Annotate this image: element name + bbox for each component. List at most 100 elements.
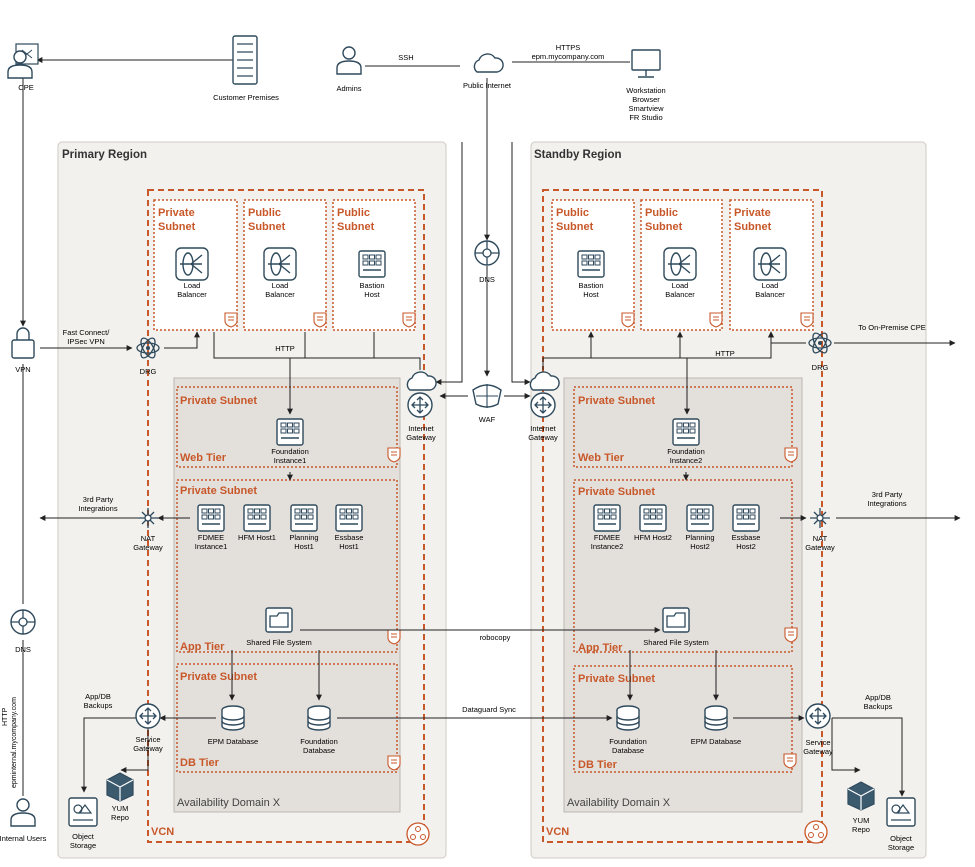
svg-text:Planning: Planning xyxy=(685,533,714,542)
svg-text:Private: Private xyxy=(158,207,195,219)
svg-text:VPN: VPN xyxy=(15,365,30,374)
svg-text:Foundation: Foundation xyxy=(300,737,338,746)
svg-text:App/DB: App/DB xyxy=(85,692,111,701)
svg-text:DRG: DRG xyxy=(140,367,157,376)
svg-text:Host1: Host1 xyxy=(294,542,314,551)
svg-text:Subnet: Subnet xyxy=(645,221,683,233)
standby-internet-gateway: Internet Gateway xyxy=(528,371,560,442)
svg-text:Integrations: Integrations xyxy=(78,504,117,513)
svg-text:EPM Database: EPM Database xyxy=(208,737,258,746)
primary-ad-label: Availability Domain X xyxy=(177,797,281,809)
svg-text:Private Subnet: Private Subnet xyxy=(578,486,655,498)
fdmee-host-icon xyxy=(197,504,225,532)
svg-text:Object: Object xyxy=(890,834,913,843)
load-balancer-icon xyxy=(663,247,697,281)
svg-text:Backups: Backups xyxy=(864,702,893,711)
svg-text:Fast Connect/: Fast Connect/ xyxy=(63,328,111,337)
dns-icon xyxy=(474,240,500,266)
hfm-host-icon xyxy=(639,504,667,532)
svg-text:Storage: Storage xyxy=(70,841,96,850)
svg-text:Repo: Repo xyxy=(852,825,870,834)
object-storage-icon xyxy=(886,797,916,827)
primary-vcn-label: VCN xyxy=(151,822,430,846)
dataguard-label: Dataguard Sync xyxy=(462,705,516,714)
security-list-icon xyxy=(387,447,401,463)
svg-text:Public: Public xyxy=(556,207,589,219)
svg-text:Backups: Backups xyxy=(84,701,113,710)
shared-file-system-icon xyxy=(662,607,690,633)
svg-text:Load: Load xyxy=(672,281,689,290)
standby-yum-repo: YUM Repo xyxy=(847,781,875,834)
internal-user-icon xyxy=(10,798,36,827)
svg-text:Shared File System: Shared File System xyxy=(246,638,311,647)
standby-nat-gateway: NAT Gateway 3rd Party Integrations xyxy=(805,490,907,552)
foundation-database-icon xyxy=(616,705,640,731)
epm-database-icon xyxy=(704,705,728,731)
svg-text:Web Tier: Web Tier xyxy=(578,452,625,464)
svg-text:Bastion: Bastion xyxy=(359,281,384,290)
bastion-host-icon xyxy=(358,250,386,278)
svg-text:DNS: DNS xyxy=(15,645,31,654)
svg-text:Essbase: Essbase xyxy=(335,533,364,542)
svg-text:Load: Load xyxy=(272,281,289,290)
svg-text:FDMEE: FDMEE xyxy=(198,533,224,542)
svg-text:Admins: Admins xyxy=(336,84,361,93)
svg-text:Repo: Repo xyxy=(111,813,129,822)
svg-text:Workstation: Workstation xyxy=(626,86,665,95)
admins-node: Admins SSH xyxy=(336,46,414,93)
svg-text:Bastion: Bastion xyxy=(578,281,603,290)
security-list-icon xyxy=(387,629,401,645)
foundation-database-icon xyxy=(307,705,331,731)
waf-node: WAF xyxy=(472,384,502,424)
svg-text:DNS: DNS xyxy=(479,275,495,284)
primary-service-gateway: Service Gateway App/DB Backups xyxy=(84,692,163,753)
svg-text:Balancer: Balancer xyxy=(265,290,295,299)
svg-text:Public: Public xyxy=(248,207,281,219)
svg-text:VCN: VCN xyxy=(546,826,569,838)
standby-region-title: Standby Region xyxy=(534,149,622,161)
service-gateway-icon xyxy=(805,703,831,729)
epm-database-icon xyxy=(221,705,245,731)
svg-text:Private Subnet: Private Subnet xyxy=(578,395,655,407)
svg-text:DRG: DRG xyxy=(812,363,829,372)
svg-text:Balancer: Balancer xyxy=(177,290,207,299)
planning-host-icon xyxy=(686,504,714,532)
svg-text:Subnet: Subnet xyxy=(158,221,196,233)
shared-file-system-icon xyxy=(265,607,293,633)
admin-user-icon xyxy=(336,46,362,75)
standby-object-storage: Object Storage xyxy=(886,797,916,852)
svg-text:epm.mycompany.com: epm.mycompany.com xyxy=(532,52,605,61)
svg-text:Subnet: Subnet xyxy=(556,221,594,233)
svg-text:Foundation: Foundation xyxy=(271,447,309,456)
svg-text:Gateway: Gateway xyxy=(406,433,436,442)
foundation-instance-icon xyxy=(276,418,304,446)
svg-text:Host2: Host2 xyxy=(690,542,710,551)
svg-text:Service: Service xyxy=(135,735,160,744)
svg-text:YUM: YUM xyxy=(112,804,129,813)
internal-users-node: Internal Users xyxy=(0,798,47,843)
security-list-icon xyxy=(709,312,723,328)
svg-text:IPSec VPN: IPSec VPN xyxy=(67,337,105,346)
svg-text:Browser: Browser xyxy=(632,95,660,104)
svg-text:Instance1: Instance1 xyxy=(195,542,228,551)
primary-subnet-1: Private Subnet Load Balancer xyxy=(153,199,238,331)
standby-subnet-1: Public Subnet Bastion Host xyxy=(551,199,635,331)
svg-text:To On-Premise CPE: To On-Premise CPE xyxy=(858,323,926,332)
svg-text:Smartview: Smartview xyxy=(628,104,664,113)
svg-text:Balancer: Balancer xyxy=(755,290,785,299)
load-balancer-icon xyxy=(753,247,787,281)
primary-yum-repo: YUM Repo xyxy=(106,772,134,822)
svg-text:Gateway: Gateway xyxy=(133,744,163,753)
security-list-icon xyxy=(313,312,327,328)
svg-text:Database: Database xyxy=(303,746,335,755)
internet-gateway-icon xyxy=(530,392,556,418)
svg-text:Planning: Planning xyxy=(289,533,318,542)
security-list-icon xyxy=(800,312,814,328)
svg-text:Public Internet: Public Internet xyxy=(463,81,512,90)
svg-text:Foundation: Foundation xyxy=(667,447,705,456)
standby-subnet-3: Private Subnet Load Balancer xyxy=(729,199,814,331)
svg-text:3rd Party: 3rd Party xyxy=(872,490,903,499)
svg-text:VCN: VCN xyxy=(151,826,174,838)
svg-text:DB Tier: DB Tier xyxy=(180,757,220,769)
